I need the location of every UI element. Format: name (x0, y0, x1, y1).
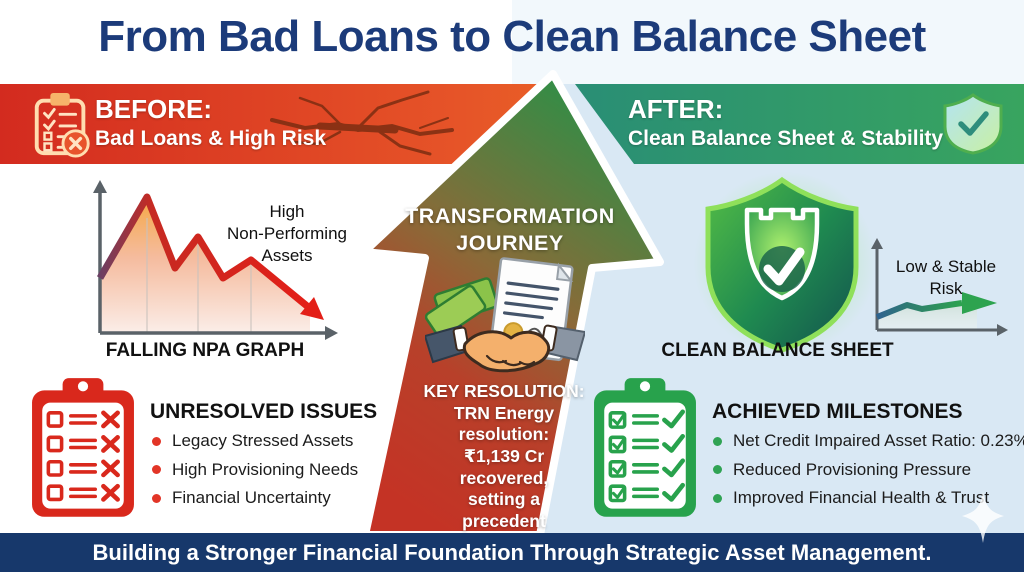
npa-chart-caption: FALLING NPA GRAPH (105, 340, 305, 361)
milestone-item: Improved Financial Health & Trust (713, 488, 1024, 508)
check-icon (763, 247, 805, 286)
risk-arrowhead (962, 292, 997, 314)
risk-annotation: Low & Stable Risk (895, 257, 997, 298)
npa-annotation: High Non-Performing Assets (227, 202, 347, 265)
unresolved-issues-list: Legacy Stressed Assets High Provisioning… (152, 431, 358, 508)
after-header-strip: AFTER: Clean Balance Sheet & Stability (575, 84, 1024, 164)
npa-gridlines (146, 218, 252, 333)
after-top-background (512, 0, 1024, 84)
shield-caption: CLEAN BALANCE SHEET (661, 340, 894, 361)
footer-text: Building a Stronger Financial Foundation… (92, 540, 932, 565)
bullet-dot (152, 465, 161, 474)
npa-axes (98, 190, 328, 335)
page-title: From Bad Loans to Clean Balance Sheet (98, 12, 926, 61)
bullet-dot (713, 436, 722, 446)
issue-item: Legacy Stressed Assets (152, 431, 358, 451)
bullet-dot (152, 493, 161, 503)
clean-shield-icon (705, 176, 859, 353)
footer-banner: Building a Stronger Financial Foundation… (0, 533, 1024, 572)
key-resolution-text: KEY RESOLUTION: TRN Energy resolution: ₹… (423, 381, 585, 532)
clipboard-x-icon (34, 92, 90, 158)
after-heading: AFTER: (628, 94, 724, 124)
milestones-list: Net Credit Impaired Asset Ratio: 0.23% R… (713, 431, 1024, 508)
clipboard-cross-list-icon (32, 378, 134, 517)
transformation-title: TRANSFORMATION JOURNEY (405, 204, 615, 255)
stable-risk-chart (871, 238, 1008, 336)
stable-line-icon (875, 300, 963, 320)
milestone-item: Net Credit Impaired Asset Ratio: 0.23% (713, 431, 1024, 451)
before-subheading: Bad Loans & High Risk (95, 127, 327, 150)
milestone-item: Reduced Provisioning Pressure (713, 460, 1024, 480)
unresolved-heading: UNRESOLVED ISSUES (150, 400, 378, 423)
handshake-deal-icon (425, 257, 585, 373)
before-heading: BEFORE: (95, 94, 212, 124)
sparkle-icon (962, 492, 1004, 543)
risk-area-fill (877, 304, 977, 330)
issue-item: Financial Uncertainty (152, 488, 358, 508)
falling-line-icon (96, 193, 310, 309)
milestones-heading: ACHIEVED MILESTONES (712, 400, 963, 423)
bullet-dot (152, 436, 161, 446)
clipboard-check-list-icon (594, 378, 696, 517)
shield-check-icon (943, 93, 1003, 155)
bullet-dot (713, 465, 722, 474)
npa-area-fill (100, 197, 310, 333)
bullet-dot (713, 493, 722, 503)
crack-icon (270, 90, 454, 156)
before-header-strip: BEFORE: Bad Loans & High Risk (0, 84, 537, 164)
falling-npa-chart (93, 180, 338, 340)
npa-arrowhead (300, 297, 324, 320)
after-subheading: Clean Balance Sheet & Stability (628, 127, 944, 150)
issue-item: High Provisioning Needs (152, 460, 358, 480)
